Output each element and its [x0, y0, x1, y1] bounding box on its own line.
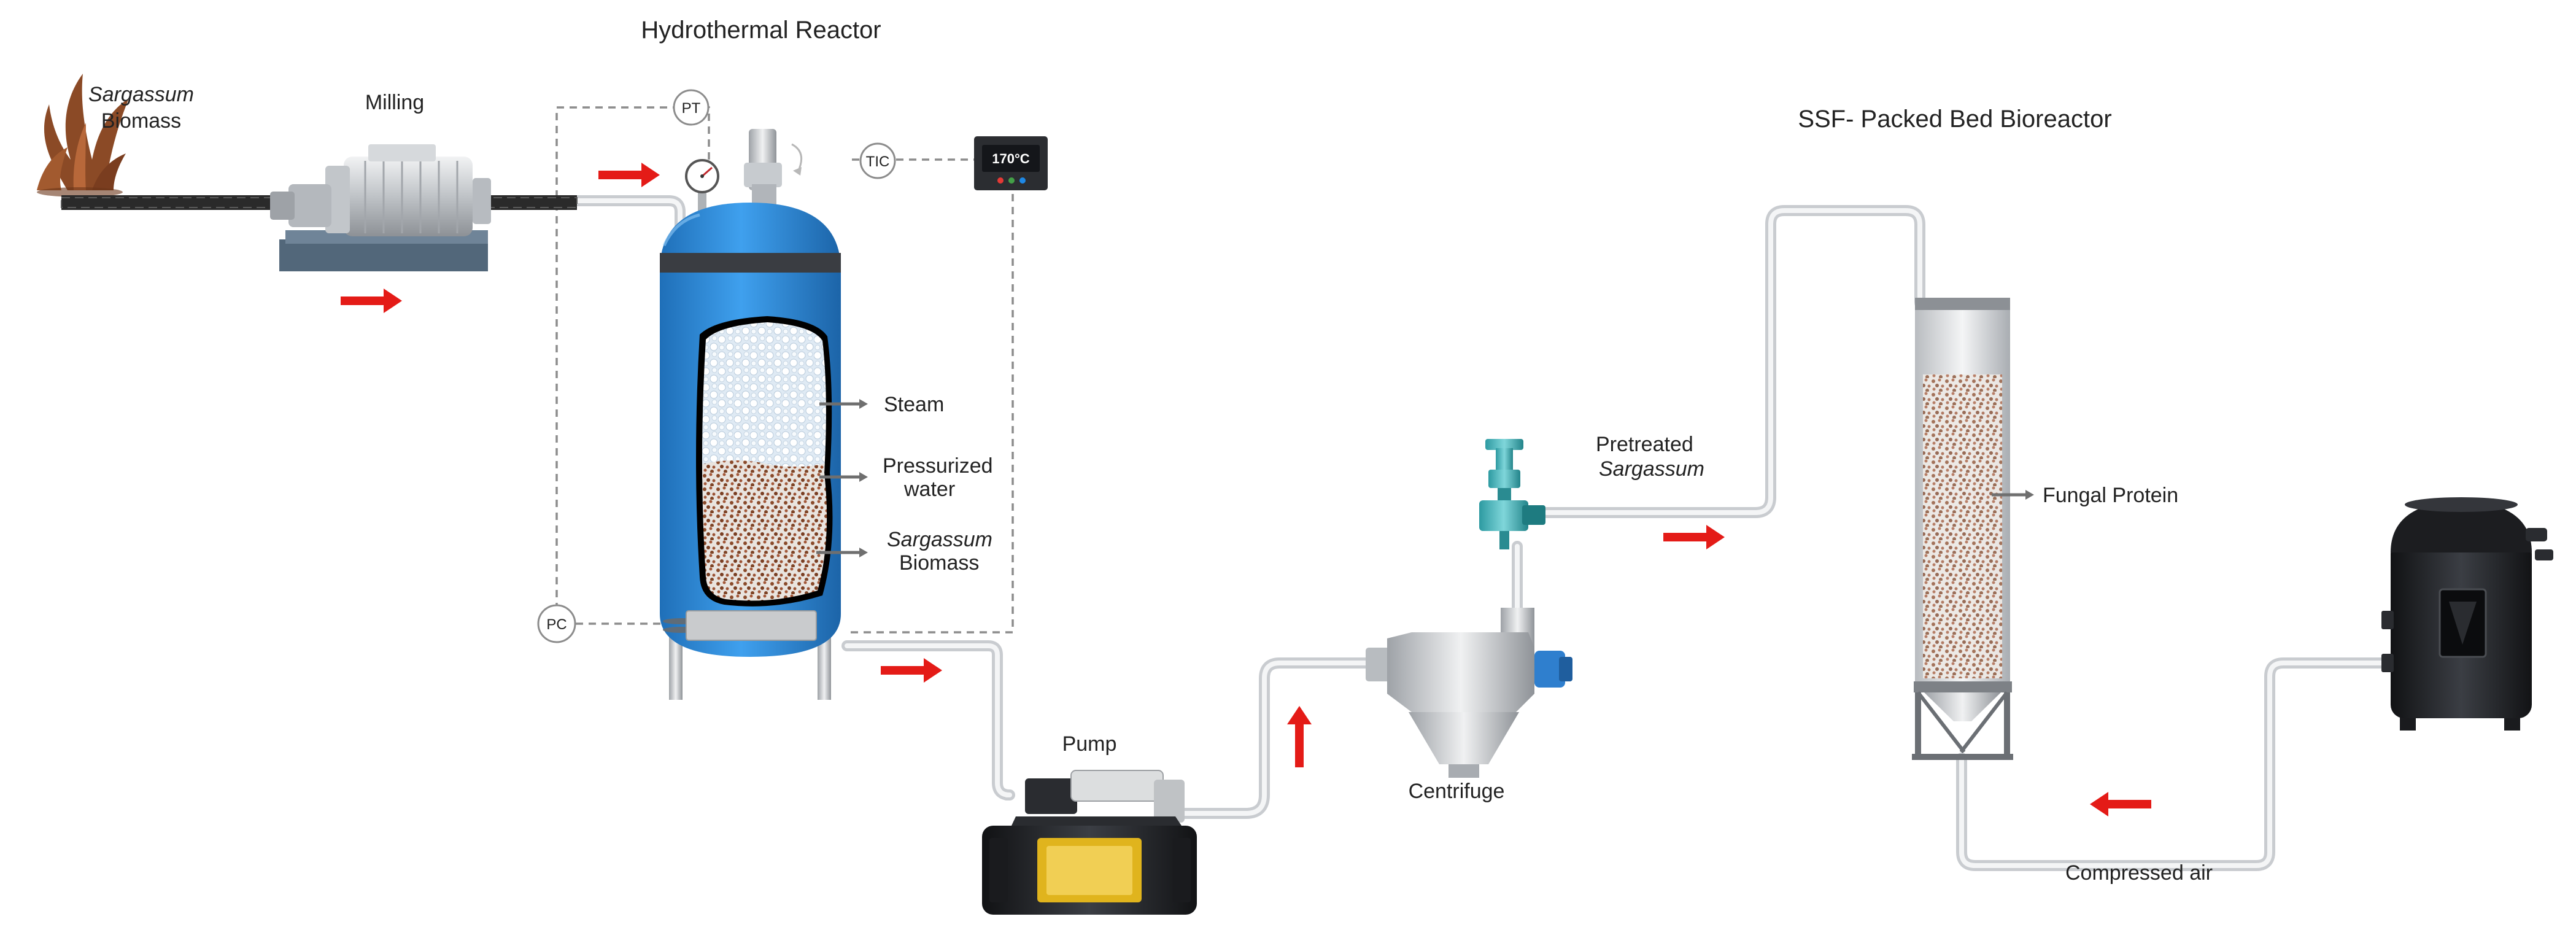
- biomass-inside-label: Biomass: [899, 551, 979, 575]
- centrifuge-label: Centrifuge: [1409, 780, 1505, 803]
- agitator-motor: [744, 129, 803, 209]
- pretreated-label: Pretreated: [1596, 433, 1693, 456]
- fungal-protein-pointer: [1992, 490, 2034, 500]
- sargassum-inside-label: Sargassum: [887, 528, 992, 551]
- pressurized-water-pointer: [819, 472, 868, 482]
- valve-icon: [1479, 439, 1545, 549]
- flow-arrow-reactor-out: [881, 658, 942, 683]
- temperature-display-icon: 170°C: [974, 136, 1048, 190]
- mill-motor-icon: [61, 144, 578, 271]
- hydrothermal-reactor-title: Hydrothermal Reactor: [641, 17, 881, 44]
- sargassum-inside-pointer: [816, 548, 868, 557]
- pt-label: PT: [682, 100, 701, 117]
- pc-label: PC: [546, 616, 567, 633]
- seaweed-icon: [37, 74, 129, 197]
- water-label: water: [903, 478, 955, 501]
- biomass-label-top: Biomass: [101, 109, 181, 133]
- sargassum-label-top: Sargassum: [88, 83, 194, 106]
- pt-instrument: PT: [673, 89, 710, 126]
- tic-instrument: TIC: [859, 142, 896, 179]
- tic-label: TIC: [866, 153, 890, 170]
- process-piping: [568, 195, 2396, 871]
- pump-label: Pump: [1062, 732, 1117, 756]
- centrifuge-icon: [1366, 608, 1572, 778]
- pretreated-sargassum-label: Sargassum: [1599, 457, 1704, 481]
- milling-label: Milling: [365, 91, 424, 114]
- steam-pointer: [819, 399, 868, 409]
- compressed-air-label: Compressed air: [2065, 861, 2213, 885]
- pump-icon: [982, 770, 1197, 915]
- temperature-readout: 170°C: [992, 151, 1030, 166]
- pc-instrument: PC: [537, 604, 576, 643]
- flow-arrow-to-reactor: [598, 163, 660, 187]
- fungal-protein-label: Fungal Protein: [2043, 484, 2178, 507]
- ssf-bioreactor-title: SSF- Packed Bed Bioreactor: [1798, 106, 2111, 133]
- reactor-vessel: [660, 203, 841, 700]
- air-compressor-icon: [2381, 497, 2553, 731]
- flow-arrow-to-bioreactor: [1663, 525, 1725, 549]
- flow-arrow-milling: [341, 289, 402, 313]
- flow-arrow-from-compressor: [2090, 792, 2151, 816]
- pressurized-label: Pressurized: [883, 454, 993, 478]
- steam-label: Steam: [884, 393, 944, 416]
- column-bioreactor-icon: [1912, 298, 2013, 760]
- flow-arrow-up: [1287, 706, 1312, 767]
